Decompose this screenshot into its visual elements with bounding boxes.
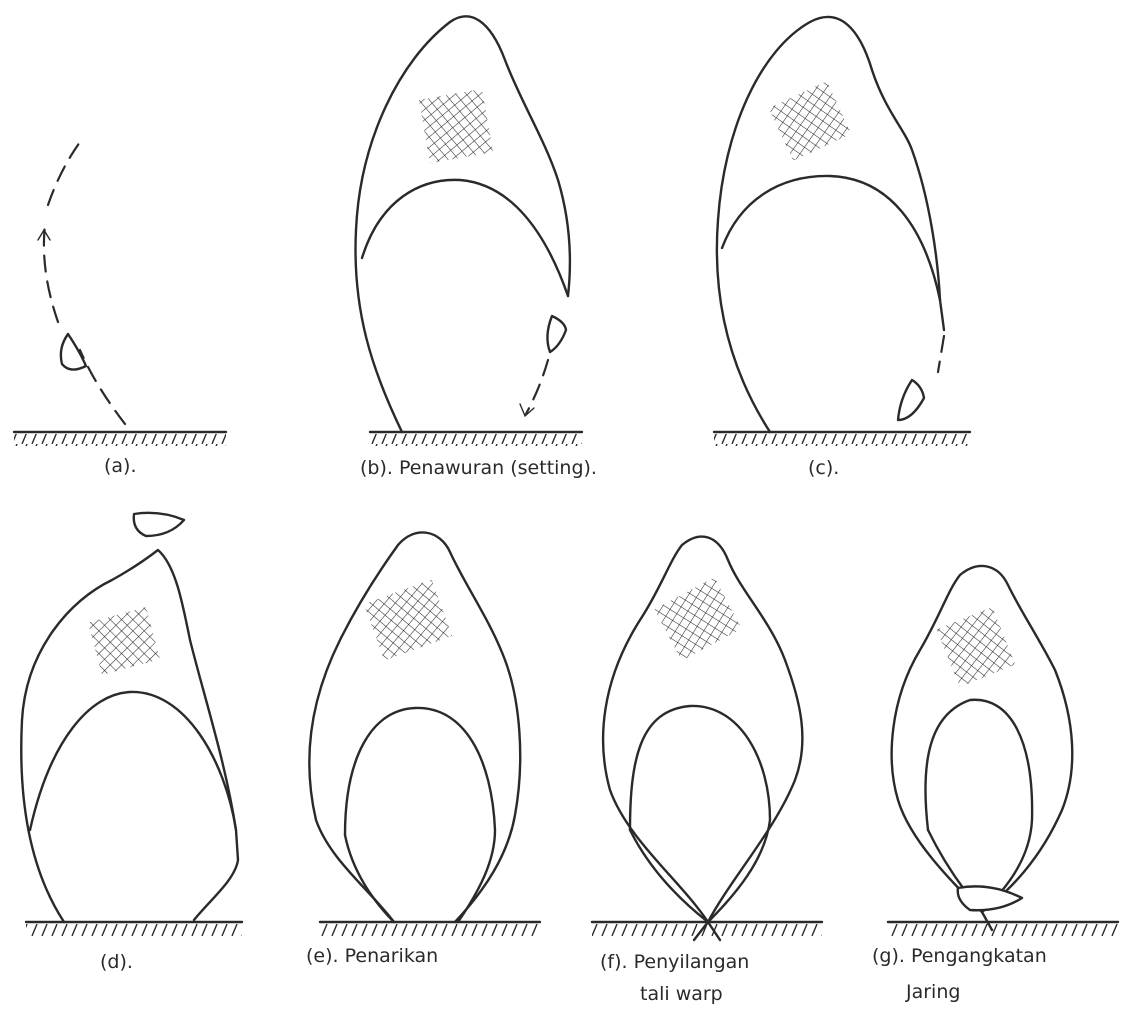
label-f-line2: tali warp: [640, 983, 723, 1005]
boat-path-top-a: [48, 142, 80, 205]
net-outline-d: [21, 550, 236, 922]
boat-path-b: [526, 360, 548, 414]
seabed-hatch-f: [592, 924, 822, 936]
panel-e: [309, 532, 540, 936]
boat-c: [898, 380, 924, 420]
boat-b: [547, 316, 566, 352]
mesh-pattern-d: [88, 607, 160, 675]
seabed-hatch-e: [320, 924, 540, 936]
label-g-line1: (g). Pengangkatan: [872, 945, 1047, 967]
seabed-hatch-c: [714, 434, 970, 446]
seabed-hatch-g: [888, 924, 1118, 936]
boat-a: [61, 334, 86, 370]
net-inner-left-e: [345, 835, 394, 922]
panel-b: [355, 16, 582, 446]
seabed-hatch-d: [26, 924, 242, 936]
label-f-line1: (f). Penyilangan: [600, 951, 749, 973]
net-end-c: [940, 300, 944, 330]
label-g-line2: Jaring: [905, 981, 960, 1003]
net-inner-curve-b: [362, 180, 568, 296]
label-c: (c).: [808, 457, 839, 479]
panel-f: [592, 537, 822, 940]
boat-d: [134, 513, 184, 536]
panel-a: [14, 142, 226, 446]
mesh-pattern-c: [769, 81, 852, 161]
label-b: (b). Penawuran (setting).: [360, 457, 597, 479]
mesh-pattern-b: [419, 89, 493, 163]
net-outline-c: [717, 17, 940, 432]
panel-g: [888, 566, 1118, 936]
label-a: (a).: [104, 455, 137, 477]
net-inner-curve-c: [722, 176, 940, 300]
net-inner-curve-d: [30, 692, 238, 920]
boat-path-a: [80, 350, 125, 424]
net-outline-b: [355, 16, 569, 432]
mesh-pattern-g: [937, 607, 1016, 687]
panel-d: [21, 513, 242, 936]
warp-crossing-g: [928, 830, 992, 930]
boat-g: [958, 886, 1022, 910]
seabed-hatch-b: [370, 434, 582, 446]
panel-c: [714, 17, 970, 446]
label-d: (d).: [100, 951, 133, 973]
seabed-hatch-a: [14, 434, 226, 446]
net-dash-c: [938, 336, 944, 372]
net-inner-curve-f: [630, 706, 770, 922]
mesh-pattern-f: [654, 577, 741, 660]
mesh-pattern-e: [364, 579, 452, 660]
label-e: (e). Penarikan: [306, 945, 438, 967]
boat-path-upper-a: [44, 225, 58, 322]
